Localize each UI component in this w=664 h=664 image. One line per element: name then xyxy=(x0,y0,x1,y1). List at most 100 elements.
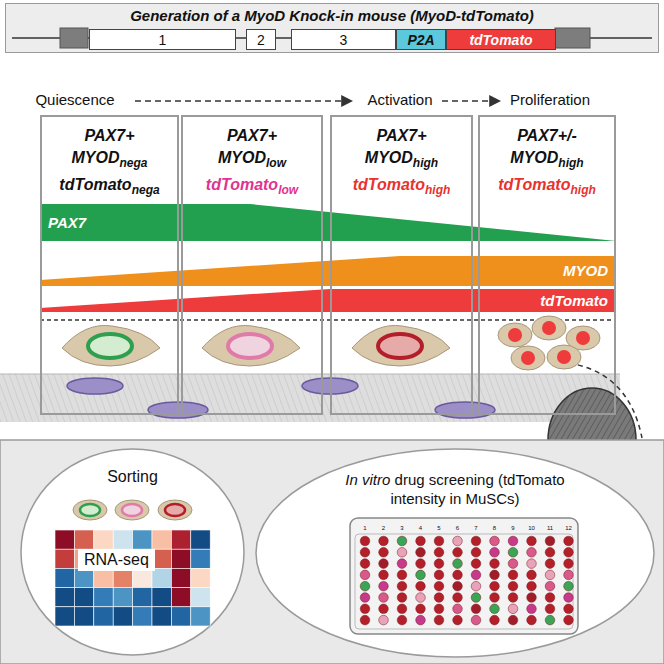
node-text: 3 xyxy=(340,32,348,48)
text-group: P2A xyxy=(407,31,434,49)
expression-band: tdTomato xyxy=(40,289,616,312)
text-line: MYODhigh xyxy=(332,147,471,174)
exon-box: 2 xyxy=(246,29,276,50)
node-text: 1 xyxy=(159,32,167,48)
methods-ground xyxy=(0,440,664,664)
column-number: 1 xyxy=(358,525,372,532)
column-number: 12 xyxy=(562,525,576,532)
node-text: tdTomato xyxy=(59,176,131,193)
node-text: 2 xyxy=(257,32,265,48)
column-number: 10 xyxy=(525,525,539,532)
column-number: 9 xyxy=(506,525,520,532)
node-text: low xyxy=(266,156,286,170)
exon-box: 1 xyxy=(89,29,236,50)
text-line: PAX7+ xyxy=(183,125,321,147)
text-line: PAX7+/- xyxy=(480,125,614,147)
sorted-cells xyxy=(73,500,192,520)
node-text: low xyxy=(278,183,298,197)
text-line: P2A xyxy=(407,31,434,49)
dashed-divider xyxy=(40,319,616,321)
column-number: 11 xyxy=(543,525,557,532)
text-group: 3 xyxy=(340,31,348,49)
band-shape xyxy=(40,289,616,312)
method-ellipse: In vitrodrug screening (tdTomato intensi… xyxy=(255,448,655,658)
primed-cell xyxy=(202,325,300,366)
text-line: PAX7+ xyxy=(42,125,177,147)
stage-panel: PAX7+MYODnegatdTomatonega xyxy=(40,115,179,415)
activated-cell xyxy=(352,325,450,366)
column-number: 8 xyxy=(488,525,502,532)
text-line: tdTomato xyxy=(469,31,532,49)
rnaseq-label: RNA-seq xyxy=(78,549,155,571)
stage-label: Activation xyxy=(345,90,455,110)
text-group: PAX7+/-MYODhightdTomatohigh xyxy=(480,125,614,201)
node-text: In vitro xyxy=(345,471,390,488)
expression-band: PAX7 xyxy=(40,204,616,241)
node-text: tdTomato xyxy=(540,292,608,309)
quiescent-cell xyxy=(62,325,160,366)
text-line: 1 xyxy=(159,31,167,49)
text-line: MYODlow xyxy=(183,147,321,174)
text-line: tdTomatohigh xyxy=(332,174,471,201)
exon-box: tdTomato xyxy=(446,29,556,50)
text-line: PAX7+ xyxy=(332,125,471,147)
text-line: MYODhigh xyxy=(480,147,614,174)
header-ground xyxy=(5,3,659,53)
text-line: tdTomatohigh xyxy=(480,174,614,201)
node-text: tdTomato xyxy=(353,176,425,193)
node-text: RNA-seq xyxy=(84,551,149,568)
stage-arrow xyxy=(442,100,500,102)
node-text: MYOD xyxy=(510,149,558,166)
stage-panel: PAX7+MYODhightdTomatohigh xyxy=(330,115,473,415)
text-group: PAX7+MYODlowtdTomatolow xyxy=(183,125,321,201)
text-line: PAX7 xyxy=(48,214,86,232)
node-text: PAX7+ xyxy=(85,127,135,144)
myonucleus xyxy=(67,378,123,394)
exon-box: 3 xyxy=(291,29,396,50)
node-text: nega xyxy=(119,156,147,170)
node-text: PAX7 xyxy=(48,214,86,231)
stage-label: Proliferation xyxy=(495,90,605,110)
column-number: 3 xyxy=(395,525,409,532)
node-text: high xyxy=(570,183,595,197)
node-text: nega xyxy=(132,183,160,197)
stage-label: Quiescence xyxy=(20,90,130,110)
proliferating-cells xyxy=(498,316,600,370)
stage-arrow xyxy=(135,100,352,102)
node-text: P2A xyxy=(407,32,434,48)
text-line: tdTomatonega xyxy=(42,174,177,201)
text-group: PAX7+MYODnegatdTomatonega xyxy=(42,125,177,201)
node-text: drug screening (tdTomato intensity in Mu… xyxy=(390,471,564,507)
text-group: In vitrodrug screening (tdTomato intensi… xyxy=(340,470,570,508)
band-shape xyxy=(40,204,616,241)
band-shape xyxy=(40,256,616,286)
well-plate xyxy=(350,518,578,634)
stage-panel: PAX7+MYODlowtdTomatolow xyxy=(181,115,323,415)
text-line: tdTomato xyxy=(540,292,608,310)
column-number: 4 xyxy=(414,525,428,532)
stage-panel: PAX7+/-MYODhightdTomatohigh xyxy=(478,115,616,415)
utr-box xyxy=(555,28,590,48)
text-group: Generation of a MyoD Knock-in mouse (Myo… xyxy=(6,7,658,25)
text-group: 2 xyxy=(257,31,265,49)
text-group: tdTomato xyxy=(540,292,608,310)
node-text: tdTomato xyxy=(498,176,570,193)
node-text: PAX7+ xyxy=(227,127,277,144)
node-text: MYOD xyxy=(365,149,413,166)
header-box: Generation of a MyoD Knock-in mouse (Myo… xyxy=(5,3,659,53)
expression-band: MYOD xyxy=(40,256,616,286)
node-text: MYOD xyxy=(71,149,119,166)
myonucleus xyxy=(435,402,495,418)
text-line: Generation of a MyoD Knock-in mouse (Myo… xyxy=(6,7,658,25)
text-group: 1 xyxy=(159,31,167,49)
text-line: In vitrodrug screening (tdTomato intensi… xyxy=(340,470,570,508)
utr-box xyxy=(60,28,88,48)
text-line: MYOD xyxy=(563,262,608,280)
node-text: high xyxy=(413,156,438,170)
text-line: Sorting xyxy=(20,468,245,486)
text-group: Sorting xyxy=(20,468,245,486)
text-line: RNA-seq xyxy=(84,551,149,569)
node-text: MYOD xyxy=(218,149,266,166)
text-group: RNA-seq xyxy=(84,551,149,569)
text-line: MYODnega xyxy=(42,147,177,174)
